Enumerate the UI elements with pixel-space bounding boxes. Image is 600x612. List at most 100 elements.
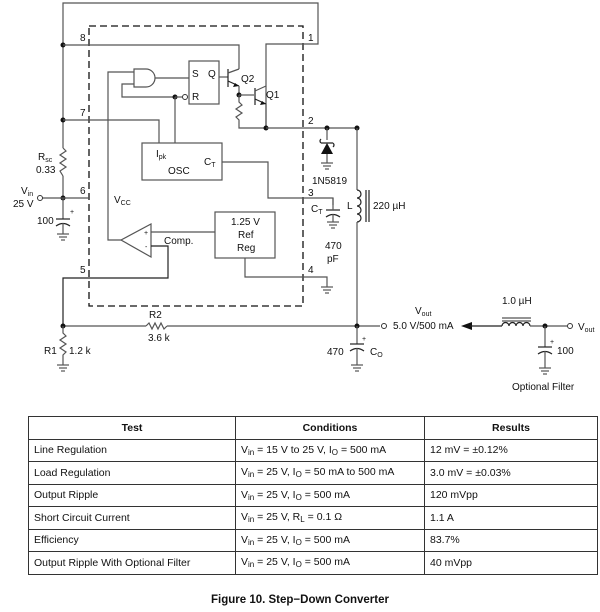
cell-result: 120 mVpp [424, 483, 598, 507]
ic-boundary [88, 25, 304, 307]
ipk-label: Ipk [156, 149, 167, 161]
cell-test: Line Regulation [28, 438, 236, 462]
step-down-converter-schematic: S Q R Q2 Q1 1N5819 L 220 µH Ipk OSC CT [13, 2, 594, 393]
cell-result: 40 mVpp [424, 551, 598, 575]
condition-part: V [241, 556, 249, 569]
r2-label: R2 [149, 310, 162, 321]
pin-3-label: 3 [308, 188, 314, 199]
condition-part: L [300, 515, 305, 525]
vout-filtered-terminal[interactable] [567, 323, 573, 329]
condition-part: O [295, 537, 302, 547]
condition-part: = 500 mA [338, 443, 387, 456]
timing-cap-value: 470 [325, 241, 342, 252]
pin-2-label: 2 [308, 116, 314, 127]
resistor-q2-emitter [234, 95, 266, 129]
comp-plus-label: + [144, 230, 148, 237]
condition-part: O [295, 492, 302, 502]
pin-5-label: 5 [80, 265, 86, 276]
r1-label: R1 [44, 346, 57, 357]
output-cap-label: CO [370, 347, 383, 359]
optional-filter-label: Optional Filter [512, 382, 575, 393]
rsc-value: 0.33 [36, 165, 56, 176]
condition-part: V [241, 466, 249, 479]
vout-value: 5.0 V/500 mA [393, 321, 454, 332]
header-test: Test [28, 416, 236, 440]
pin-8-label: 8 [80, 33, 86, 44]
condition-part: = 500 mA [301, 556, 350, 569]
cell-result: 1.1 A [424, 506, 598, 530]
cell-conditions: Vin = 25 V, IO = 500 mA [235, 483, 425, 507]
ground-icon [351, 364, 363, 372]
diode-label: 1N5819 [312, 176, 347, 187]
output-cap-plus: + [362, 336, 366, 343]
condition-part: V [241, 443, 249, 456]
wire-and-input-top [107, 71, 134, 241]
filter-inductor [501, 321, 531, 327]
cell-test: Efficiency [28, 528, 236, 552]
figure-caption: Figure 10. Step−Down Converter [211, 594, 389, 606]
condition-part: in [248, 470, 255, 480]
cell-test: Load Regulation [28, 461, 236, 485]
arrow-icon [461, 322, 472, 330]
inductor-l-value: 220 µH [373, 201, 405, 212]
latch-s-label: S [192, 69, 199, 80]
condition-part: = 25 V, I [254, 556, 296, 569]
osc-label: OSC [168, 166, 190, 177]
comp-minus-label: - [145, 244, 148, 251]
reg-label: Reg [237, 243, 255, 254]
header-results: Results [424, 416, 598, 440]
schottky-diode [321, 143, 333, 154]
resistor-r2 [145, 321, 168, 331]
sr-latch [188, 60, 220, 105]
q2-label: Q2 [241, 74, 255, 85]
oscillator-block [141, 142, 223, 181]
condition-part: = 15 V to 25 V, I [254, 443, 332, 456]
condition-part: V [241, 533, 249, 546]
condition-part: = 500 mA [301, 488, 350, 501]
timing-cap-unit: pF [327, 254, 339, 265]
transistor-q2 [227, 68, 240, 95]
pin-4-label: 4 [308, 265, 314, 276]
pin-7-label: 7 [80, 108, 86, 119]
condition-part: = 25 V, R [254, 511, 301, 524]
condition-part: in [248, 492, 255, 502]
filter-cap-plus: + [550, 339, 554, 346]
cell-conditions: Vin = 25 V, IO = 50 mA to 500 mA [235, 461, 425, 485]
timing-cap-label: CT [311, 204, 323, 216]
input-cap-plus: + [70, 209, 74, 216]
cell-conditions: Vin = 25 V, IO = 500 mA [235, 551, 425, 575]
pin-6-label: 6 [80, 186, 86, 197]
condition-part: = 500 mA [301, 533, 350, 546]
ref-voltage-label: 1.25 V [231, 217, 260, 228]
vcc-label: VCC [114, 195, 131, 207]
vout-terminal[interactable] [381, 323, 387, 329]
cell-test: Output Ripple With Optional Filter [28, 551, 236, 575]
and-gate [133, 68, 156, 88]
ground-icon [321, 162, 333, 170]
input-cap-value: 100 [37, 216, 54, 227]
condition-part: in [248, 515, 255, 525]
vin-terminal[interactable] [37, 195, 43, 201]
inductor-l [356, 189, 362, 223]
condition-part: = 0.1 Ω [304, 511, 343, 524]
wire-pin7 [63, 119, 160, 143]
latch-r-label: R [192, 92, 199, 103]
latch-q-label: Q [208, 69, 216, 80]
transistor-q1 [254, 85, 267, 128]
condition-part: O [295, 560, 302, 570]
condition-part: = 25 V, I [254, 488, 296, 501]
ground-icon [539, 367, 551, 375]
condition-part: O [295, 470, 302, 480]
output-cap-value: 470 [327, 347, 344, 358]
vout-label: Vout [415, 306, 431, 318]
ground-icon [321, 286, 333, 294]
q1-label: Q1 [266, 90, 280, 101]
vin-value: 25 V [13, 199, 34, 210]
